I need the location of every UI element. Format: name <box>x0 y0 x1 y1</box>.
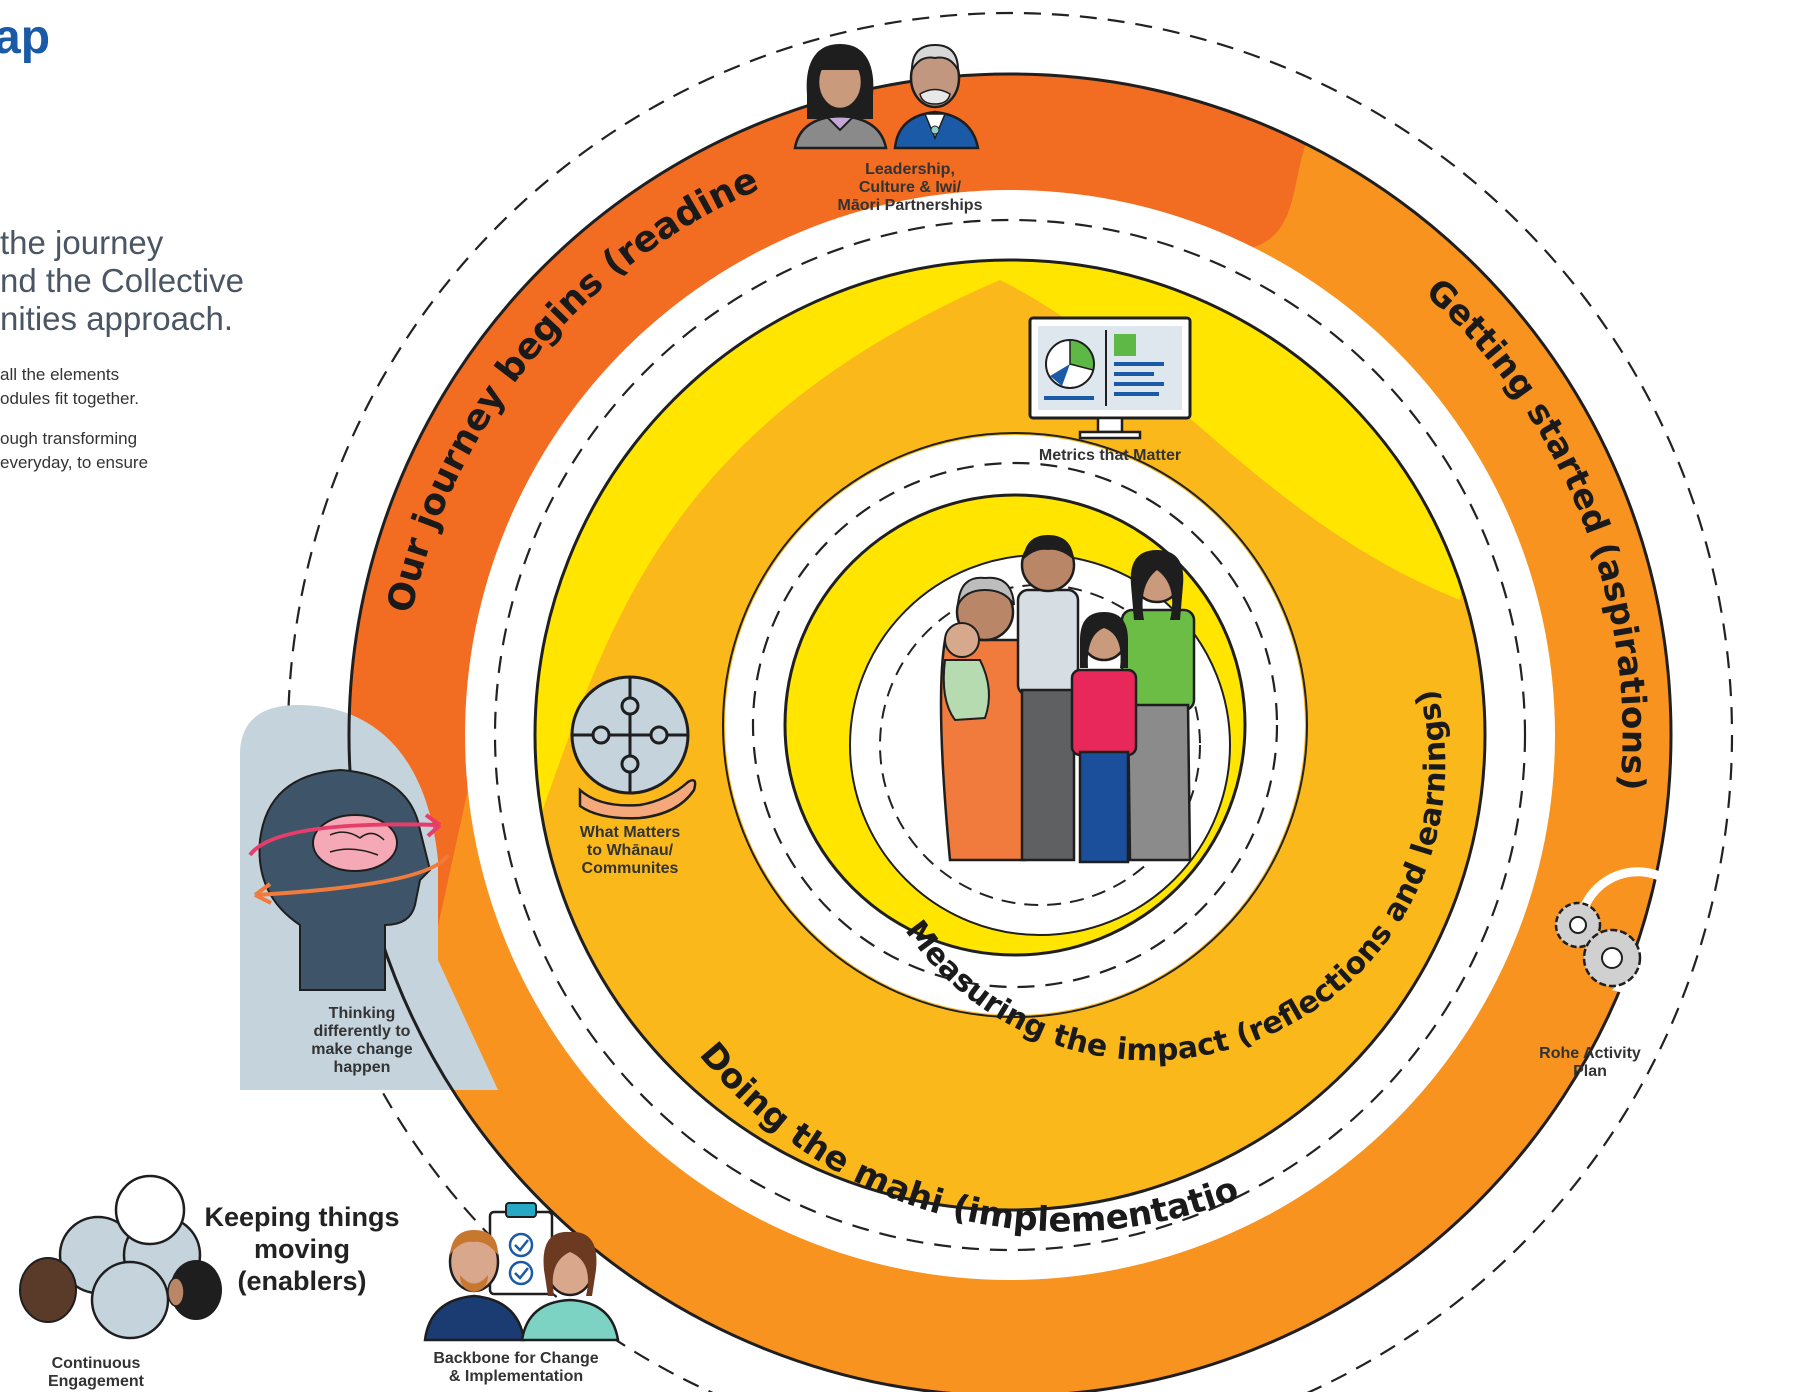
svg-text:Backbone for Change: Backbone for Change <box>433 1350 598 1367</box>
middle-dashed-ring <box>493 218 1527 1252</box>
svg-text:Plan: Plan <box>1573 1063 1607 1080</box>
thinking-head-icon <box>248 768 450 991</box>
intro-line: nd the Collective <box>0 262 244 299</box>
leadership-label: Leadership, Culture & Iwi/ Māori Partner… <box>838 161 983 214</box>
intro-line: nities approach. <box>0 300 233 337</box>
rohe-label: Rohe Activity Plan <box>1539 1045 1641 1080</box>
thinking-label: Thinking differently to make change happ… <box>311 1005 412 1076</box>
inner-dashed-ring <box>751 461 1279 989</box>
svg-text:Continuous: Continuous <box>52 1355 141 1372</box>
svg-text:& Implementation: & Implementation <box>449 1368 583 1385</box>
svg-text:Rohe Activity: Rohe Activity <box>1539 1045 1641 1062</box>
orange-ring-outline <box>347 72 1673 1392</box>
detail-line: everyday, to ensure <box>0 453 149 472</box>
what-matters-label: What Matters to Whānau/ Communites <box>580 824 681 877</box>
amber-ring-outline <box>533 258 1487 1212</box>
backbone-people-icon <box>423 1202 620 1342</box>
svg-text:to Whānau/: to Whānau/ <box>587 842 674 859</box>
svg-text:differently to: differently to <box>314 1023 411 1040</box>
metrics-label: Metrics that Matter <box>1039 447 1181 464</box>
family-dashed-ring <box>879 584 1201 906</box>
svg-text:Communites: Communites <box>582 860 679 877</box>
inner-ring-outline <box>722 432 1308 1018</box>
continuous-engagement-icon <box>19 1174 222 1340</box>
svg-text:Leadership,: Leadership, <box>865 161 955 178</box>
page-title: ap <box>0 11 51 64</box>
continuous-engagement-label: Continuous Engagement <box>48 1355 145 1390</box>
svg-text:make change: make change <box>311 1041 412 1058</box>
enablers-heading: Keeping things moving (enablers) <box>205 1202 400 1296</box>
puzzle-hand-icon <box>570 675 697 820</box>
svg-text:moving: moving <box>254 1234 350 1264</box>
svg-text:(enablers): (enablers) <box>237 1266 366 1296</box>
detail-line: all the elements <box>0 365 120 384</box>
intro-line: the journey <box>0 224 164 261</box>
whanau-family-illustration <box>939 535 1196 864</box>
svg-text:happen: happen <box>334 1059 391 1076</box>
svg-text:Keeping things: Keeping things <box>205 1202 400 1232</box>
svg-text:Thinking: Thinking <box>329 1005 396 1022</box>
impact-zone <box>535 260 1485 1000</box>
backbone-label: Backbone for Change & Implementation <box>433 1350 598 1385</box>
detail-line: odules fit together. <box>0 389 139 408</box>
detail-line: ough transforming <box>0 429 138 448</box>
leadership-people-icon <box>793 43 980 150</box>
metrics-monitor-icon <box>1028 316 1192 440</box>
svg-text:Culture & Iwi/: Culture & Iwi/ <box>859 179 962 196</box>
svg-text:Māori Partnerships: Māori Partnerships <box>838 197 983 214</box>
gears-cycle-icon <box>1554 867 1701 995</box>
svg-text:What Matters: What Matters <box>580 824 681 841</box>
svg-text:Engagement: Engagement <box>48 1373 145 1390</box>
